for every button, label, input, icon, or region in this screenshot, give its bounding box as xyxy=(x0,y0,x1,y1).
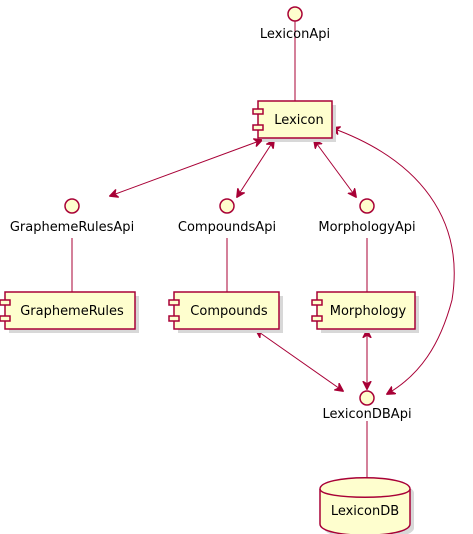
component-port-icon xyxy=(0,299,11,306)
interface-label: GraphemeRulesApi xyxy=(10,220,134,235)
database-label: LexiconDB xyxy=(331,504,399,519)
link-compounds-lexicondbapi[interactable] xyxy=(256,330,343,391)
component-compounds[interactable]: Compounds xyxy=(168,291,283,333)
component-port-icon xyxy=(252,124,264,131)
interface-circle-icon xyxy=(359,198,375,214)
interface-lexiconapi[interactable]: LexiconApi xyxy=(260,6,330,42)
component-label: GraphemeRules xyxy=(20,304,124,319)
interface-label: LexiconApi xyxy=(260,27,330,42)
interface-graphemerulesapi[interactable]: GraphemeRulesApi xyxy=(10,198,134,235)
link-lexicon-morphologyapi[interactable] xyxy=(314,140,356,197)
interface-lexicondbapi[interactable]: LexiconDBApi xyxy=(322,390,412,422)
interface-circle-icon xyxy=(219,198,235,214)
component-lexicon[interactable]: Lexicon xyxy=(252,100,336,142)
database-cylinder-icon xyxy=(319,477,411,534)
link-lexicon-lexicondbapi[interactable] xyxy=(332,128,455,394)
interface-compoundsapi[interactable]: CompoundsApi xyxy=(178,198,276,235)
connections xyxy=(71,20,455,484)
interface-morphologyapi[interactable]: MorphologyApi xyxy=(318,198,416,235)
component-port-icon xyxy=(168,315,180,322)
component-port-icon xyxy=(311,299,323,306)
component-label: Lexicon xyxy=(274,113,323,128)
component-box xyxy=(4,291,136,330)
database-rim xyxy=(319,488,411,498)
interface-label: LexiconDBApi xyxy=(322,407,411,422)
link-lexicon-graphemerulesapi[interactable] xyxy=(110,140,262,196)
component-port-icon xyxy=(0,315,11,322)
component-port-icon xyxy=(252,108,264,115)
component-port-icon xyxy=(168,299,180,306)
component-port-icon xyxy=(311,315,323,322)
component-box xyxy=(316,291,416,330)
link-lexicon-compoundsapi[interactable] xyxy=(237,140,274,197)
component-label: Morphology xyxy=(330,304,407,319)
interface-label: MorphologyApi xyxy=(318,220,415,235)
database-lexicondb[interactable]: LexiconDB xyxy=(319,477,414,534)
interface-circle-icon xyxy=(64,198,80,214)
component-box xyxy=(173,291,280,330)
interface-circle-icon xyxy=(287,6,303,22)
component-box xyxy=(257,100,333,139)
interface-circle-icon xyxy=(359,390,375,406)
interface-label: CompoundsApi xyxy=(178,220,276,235)
component-label: Compounds xyxy=(190,304,268,319)
component-graphemerules[interactable]: GraphemeRules xyxy=(0,291,139,333)
component-morphology[interactable]: Morphology xyxy=(311,291,419,333)
